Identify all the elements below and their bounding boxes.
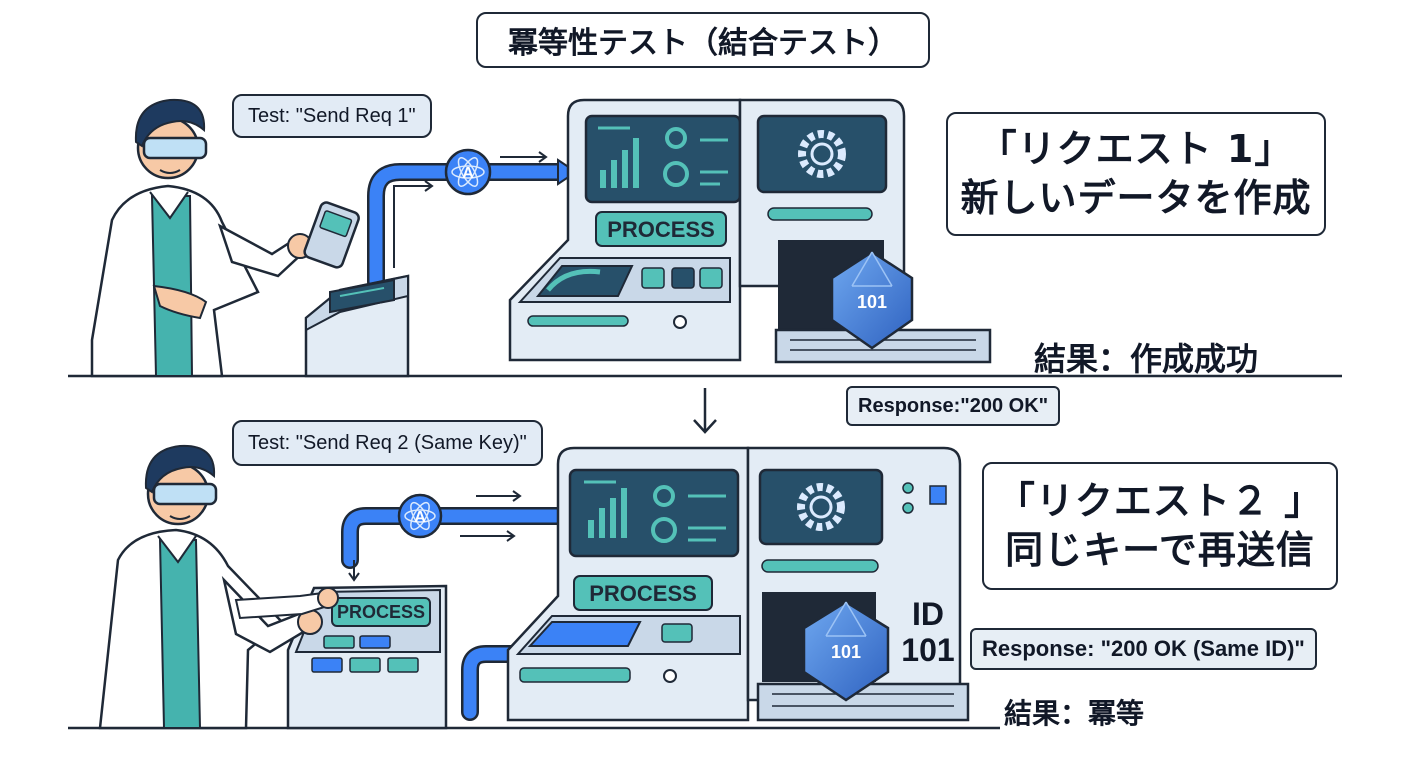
process-label: PROCESS [607,217,715,242]
safety-goggles [152,482,218,506]
gear-icon [651,517,677,543]
data-cube-icon: 101 [802,600,890,702]
gear-icon [665,127,687,149]
scientist-1 [90,98,360,378]
scientist-2 [98,444,339,730]
id-label: ID 101 [901,596,955,668]
step-callout-request2: 「リクエスト２ 」 同じキーで再送信 [982,462,1338,590]
down-arrow-icon [693,388,717,434]
svg-text:101: 101 [857,292,887,312]
flow-arrow-icon [393,151,548,268]
settings-gear-icon [797,483,845,531]
response-label-scene1: Response:"200 OK" [846,386,1061,426]
process-machine-1: PROCESS 101 [508,98,992,364]
step-heading: 「リクエスト 1」 [978,127,1294,172]
data-cube-icon: 101 [830,250,914,350]
page-title: 冪等性テスト（結合テスト） [476,12,930,68]
svg-text:A: A [462,165,474,182]
response-label-scene2: Response: "200 OK (Same ID)" [970,628,1317,670]
speech-text: Test: "Send Req 2 (Same Key)" [248,431,527,454]
conveyor [774,328,992,364]
speech-bubble-scene1: Test: "Send Req 1" [232,94,432,138]
speech-text: Test: "Send Req 1" [248,104,416,127]
settings-gear-icon [798,130,846,178]
process-machine-2: PROCESS 101 [506,446,970,722]
step-callout-request1: 「リクエスト 1」 新しいデータを作成 [946,112,1326,236]
api-node-icon: A [444,148,492,196]
result-text-scene2: 結果：冪等 [1004,697,1145,730]
handheld-device [303,201,360,269]
gear-icon [653,485,675,507]
speech-bubble-scene2: Test: "Send Req 2 (Same Key)" [232,420,543,466]
process-label-plate [595,211,727,247]
api-node-icon: A [397,493,443,539]
step-heading: 「リクエスト２ 」 [996,479,1324,524]
result-text-scene1: 結果：作成成功 [1034,340,1259,378]
gear-icon [663,161,689,187]
svg-text:A: A [414,509,426,526]
flow-arrow-icon [348,490,522,582]
process-label: PROCESS [589,581,697,606]
step-description: 新しいデータを作成 [960,176,1312,220]
step-description: 同じキーで再送信 [1005,528,1315,572]
pipe-scene2 [341,507,569,721]
kiosk-terminal [304,274,410,378]
terminal-label: PROCESS [337,602,425,622]
svg-text:101: 101 [831,642,861,662]
pipe-scene1 [367,163,569,291]
safety-goggles [142,136,208,160]
